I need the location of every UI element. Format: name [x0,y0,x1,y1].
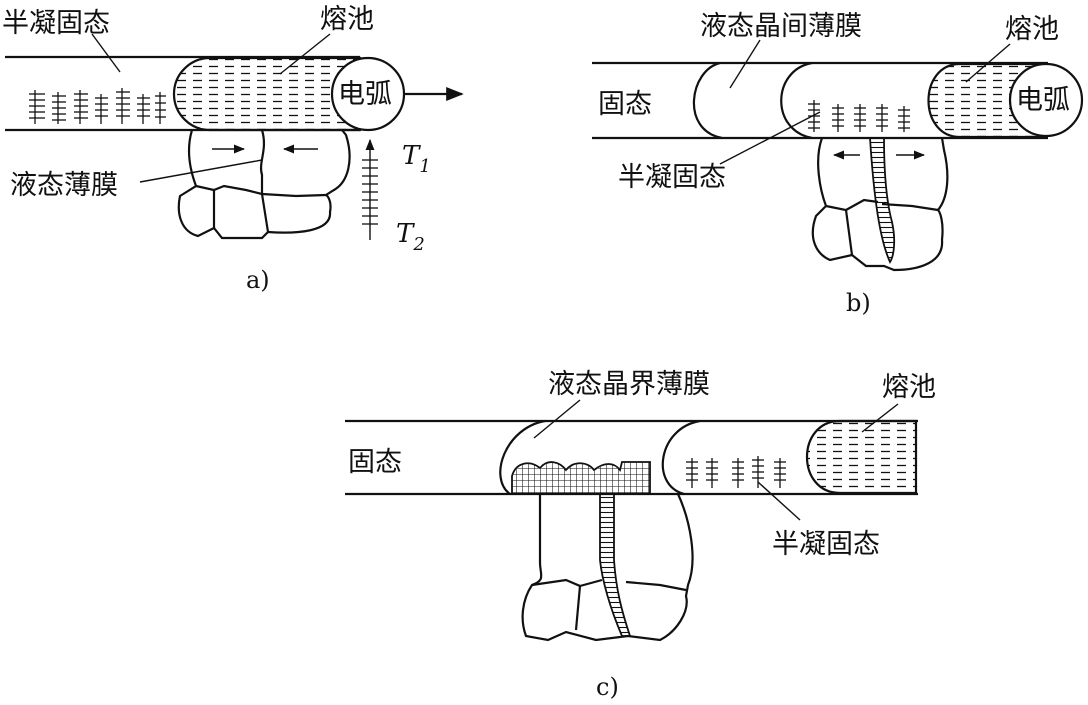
grains-b [811,137,949,272]
intergranular-film-left [692,61,723,140]
intergranular-film-right [780,61,813,140]
leader-film-c [533,399,581,439]
label-semi-solid-b: 半凝固态 [618,162,726,193]
leader-semi-solid-a [91,33,121,73]
leader-weld-pool-a [279,33,331,75]
semi-solid-dendrites-c [686,456,786,488]
grains [177,129,351,240]
label-semi-solid-c: 半凝固态 [772,529,880,560]
arc-circle [330,56,406,132]
label-weld-pool-a: 熔池 [320,4,374,35]
caption-a: a) [246,266,270,294]
leader-pool-b [965,43,1011,83]
crack-b [869,137,896,264]
weld-pool-shape [172,56,362,132]
panel-a: 半凝固态 熔池 电弧 液态薄膜 T1 T2 a) [2,4,464,294]
label-semi-solid-a: 半凝固态 [2,8,110,39]
grain-boundary-film-c [499,419,546,495]
arc-circle-b [1008,62,1084,138]
temperature-gradient-scale [362,138,378,240]
leader-semi-solid-c [757,481,801,521]
semi-solid-dendrites-b [808,100,910,132]
label-t2: T2 [396,219,425,255]
leader-semi-solid-b [719,111,821,165]
label-intergranular-film-b: 液态晶间薄膜 [700,11,862,42]
leader-pool-c [861,403,899,433]
panel-c: 液态晶界薄膜 熔池 固态 半凝固态 c) [345,369,936,701]
solid-front-c [661,419,701,496]
label-grain-boundary-film-c: 液态晶界薄膜 [548,369,710,400]
label-t1: T1 [402,141,431,177]
label-liquid-film-a: 液态薄膜 [10,170,118,201]
weld-pool-shape-c [806,419,918,495]
label-solid-b: 固态 [598,89,652,120]
panel-b: 液态晶间薄膜 熔池 固态 电弧 半凝固态 b) [592,11,1084,317]
label-weld-pool-c: 熔池 [882,372,936,403]
label-solid-c: 固态 [348,447,402,478]
caption-b: b) [846,289,871,317]
leader-film-b [729,39,761,89]
semi-solid-dendrites [29,88,166,124]
caption-c: c) [596,673,619,701]
label-arc-b: 电弧 [1016,85,1070,116]
leader-liquid-film-a [139,159,263,183]
crack-c [599,493,632,637]
liquid-film-pockets-c [511,461,651,495]
grains-c [521,493,694,642]
label-arc-a: 电弧 [338,79,392,110]
label-weld-pool-b: 熔池 [1005,14,1059,45]
